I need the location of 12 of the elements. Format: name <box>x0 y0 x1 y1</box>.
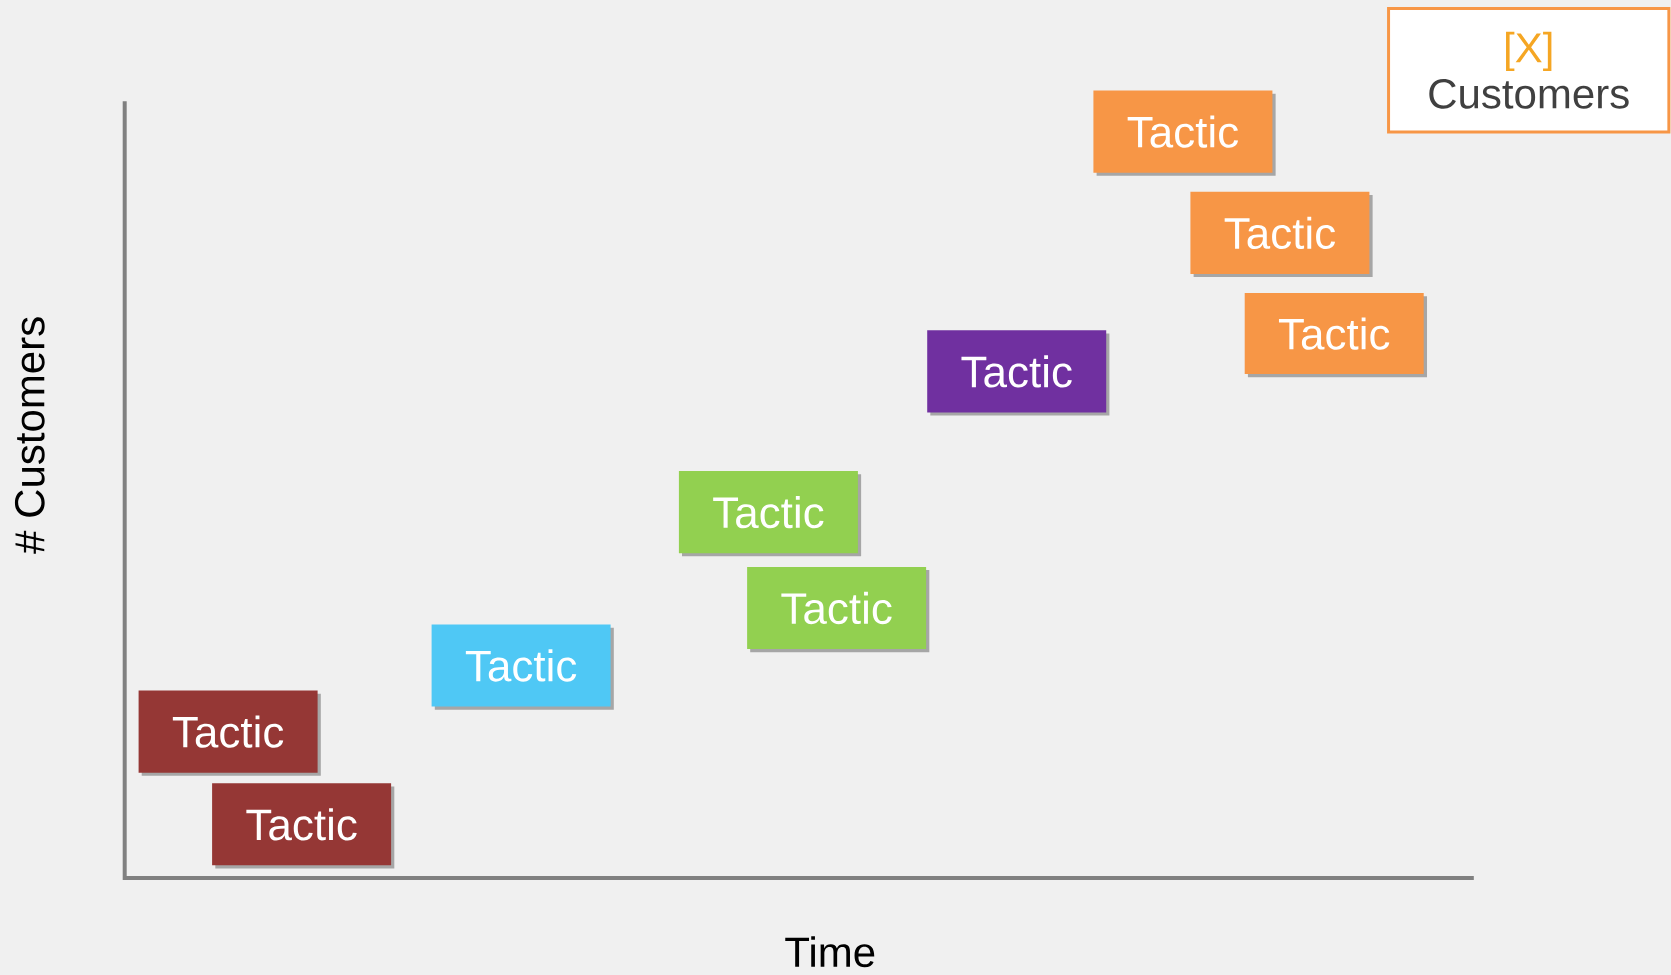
tactic-box: Tactic <box>1244 293 1427 378</box>
tactic-box: Tactic <box>138 690 321 776</box>
tactic-box: Tactic <box>431 624 614 710</box>
axis-label: # Customers <box>14 317 45 554</box>
tactic-box: Tactic <box>1190 191 1373 278</box>
legend-box: [X] Customers <box>1387 7 1671 134</box>
tactic-box: Tactic <box>1093 90 1276 176</box>
tactic-box: Tactic <box>212 783 395 869</box>
tactic-box: Tactic <box>927 330 1110 416</box>
axis-label: Time <box>785 936 875 968</box>
tactic-box: Tactic <box>678 471 862 557</box>
tactic-box: Tactic <box>747 566 930 653</box>
